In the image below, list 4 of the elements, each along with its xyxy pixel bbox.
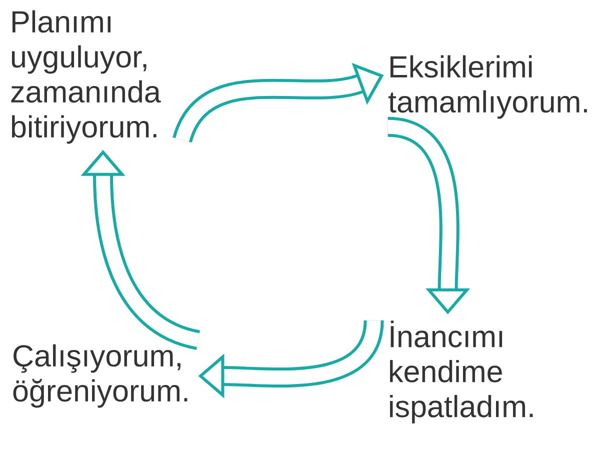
step-text: Eksiklerimi tamamlıyorum. xyxy=(388,55,587,119)
step-text: Planımı uyguluyor, zamanında bitiriyorum. xyxy=(11,10,161,144)
step-text: Çalışıyorum, öğreniyorum. xyxy=(13,344,188,408)
step-text: İnancımı kendime ispatladım. xyxy=(390,320,533,424)
